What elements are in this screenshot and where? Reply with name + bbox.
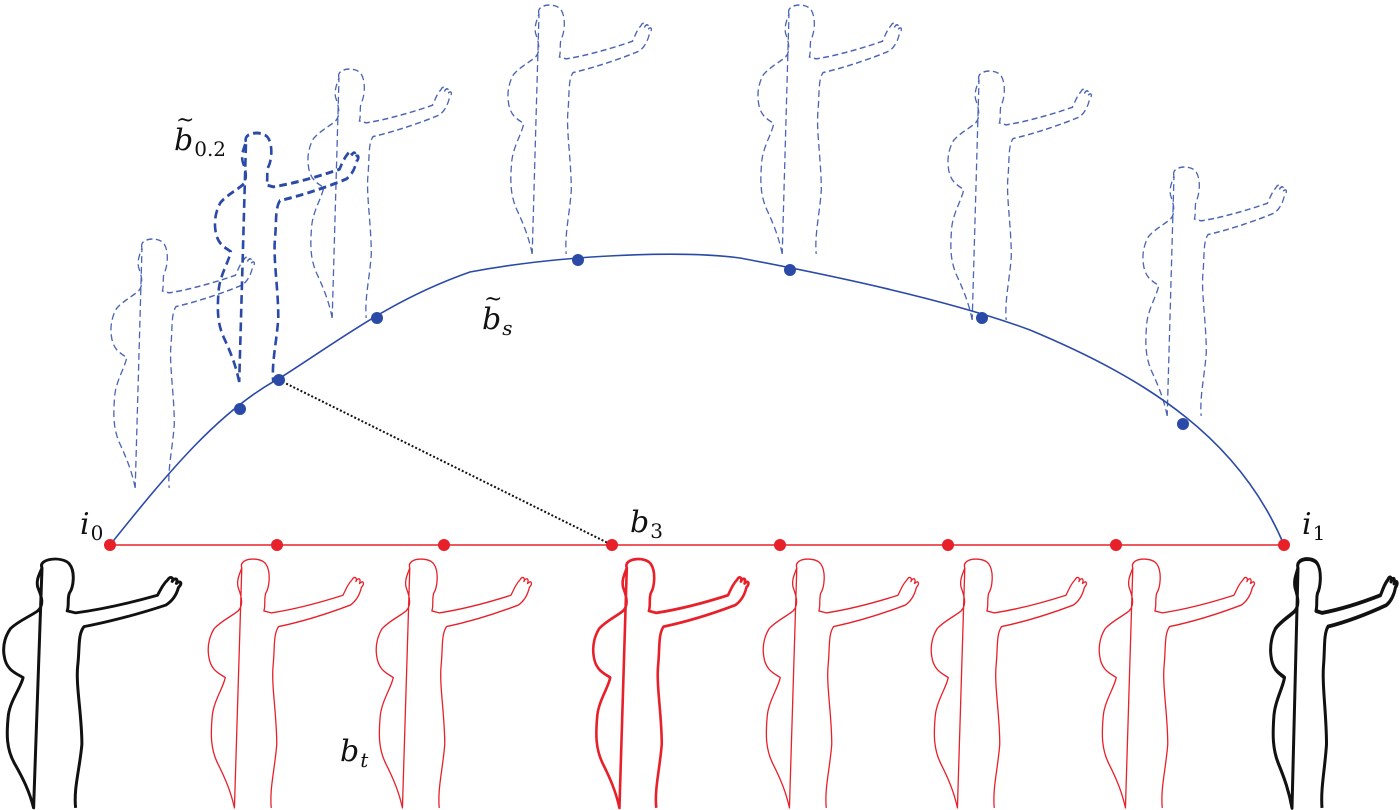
- geodesic-point: [234, 403, 246, 415]
- geodesic-point: [572, 254, 584, 266]
- straight-path-points: [104, 539, 1290, 551]
- path-point: [774, 539, 786, 551]
- geodesic-silhouette: [1142, 166, 1288, 417]
- geodesic-silhouette: [757, 4, 903, 255]
- geodesic-silhouettes: [110, 4, 1288, 489]
- geodesic-points: [234, 254, 1189, 430]
- label-b02-tilde: b0.2: [174, 110, 226, 159]
- geodesic-point: [784, 264, 796, 276]
- dotted-link: [278, 379, 613, 546]
- geodesic-silhouette: [307, 68, 453, 319]
- label-bs-tilde: bs: [482, 289, 512, 338]
- geodesic-point: [371, 312, 383, 324]
- interpolated-silhouettes: [2, 557, 1400, 810]
- path-point: [1110, 539, 1122, 551]
- path-point: [1278, 539, 1290, 551]
- path-point: [438, 539, 450, 551]
- geodesic-silhouette: [947, 70, 1093, 321]
- geodesic-point: [1177, 418, 1189, 430]
- interpolated-silhouette: [762, 558, 920, 809]
- label-b3: b3: [630, 505, 663, 543]
- interpolated-silhouette: [1098, 558, 1256, 809]
- path-point: [942, 539, 954, 551]
- endpoint-silhouette: [1268, 557, 1400, 810]
- interpolated-silhouette: [591, 557, 750, 810]
- path-point: [271, 539, 283, 551]
- geodesic-silhouette: [507, 4, 653, 255]
- interpolated-silhouette: [375, 558, 533, 809]
- label-i1: i1: [1302, 507, 1326, 545]
- geodesic-point: [976, 312, 988, 324]
- geodesic-point: [273, 374, 285, 386]
- geodesic-silhouette: [213, 131, 360, 384]
- endpoint-silhouette: [2, 557, 183, 810]
- label-bt: bt: [340, 734, 369, 772]
- geodesic-arc: [109, 253, 1285, 546]
- path-point: [606, 539, 618, 551]
- path-point: [104, 539, 116, 551]
- interpolated-silhouette: [930, 558, 1088, 809]
- geodesic-silhouette: [110, 238, 256, 489]
- label-i0: i0: [80, 507, 104, 545]
- interpolated-silhouette: [207, 558, 365, 809]
